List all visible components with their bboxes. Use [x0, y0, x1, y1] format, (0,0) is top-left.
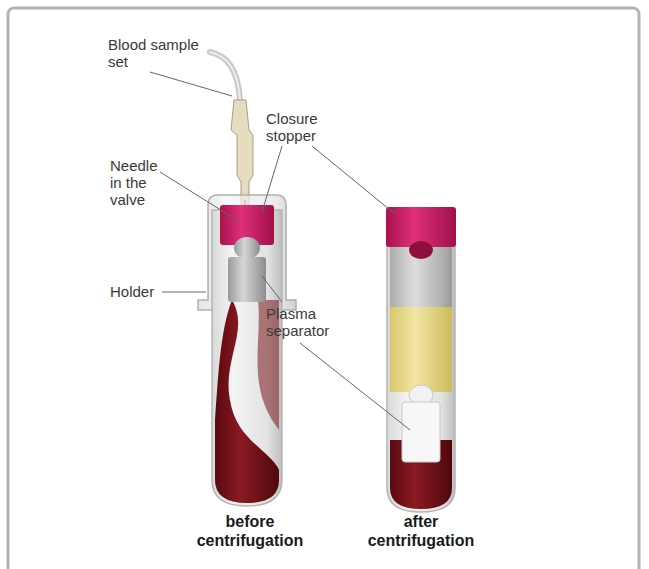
leader-line [162, 292, 206, 293]
leader-line [160, 172, 240, 222]
tube-after [387, 212, 455, 512]
plasma-separator-after [402, 402, 440, 462]
tube-caption: after centrifugation [365, 512, 477, 550]
part-label: Closure stopper [266, 110, 346, 144]
plasma-layer [390, 307, 452, 392]
tube-before [212, 210, 282, 506]
tube-caption: before centrifugation [190, 512, 310, 550]
luer-connector [231, 100, 253, 205]
sample-tubing [210, 52, 240, 100]
leader-line [150, 72, 232, 96]
part-label: Holder [110, 283, 170, 300]
leader-line [262, 146, 282, 212]
valve-ball-after [409, 241, 433, 259]
leader-line [262, 276, 282, 302]
valve-ball-before [234, 237, 260, 259]
part-label: Plasma separator [266, 305, 356, 339]
part-label: Blood sample set [108, 36, 216, 70]
sample-tubing-edge [210, 52, 240, 100]
part-label: Needle in the valve [110, 157, 170, 208]
plasma-separator-before [228, 257, 266, 302]
leader-line [300, 343, 410, 430]
frame [8, 8, 639, 569]
leader-line [312, 146, 395, 214]
